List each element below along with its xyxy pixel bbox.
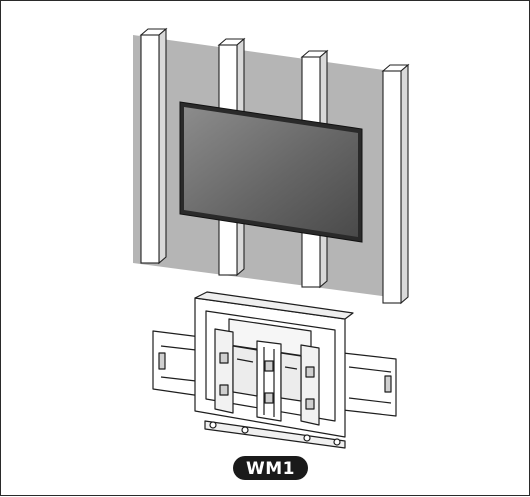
model-badge: WM1 [233,456,308,480]
model-badge-label: WM1 [246,459,295,479]
stud-1 [139,27,168,265]
tv-icon [179,101,363,243]
stud-4 [381,63,410,305]
wall-mount-bracket-icon [152,291,397,449]
